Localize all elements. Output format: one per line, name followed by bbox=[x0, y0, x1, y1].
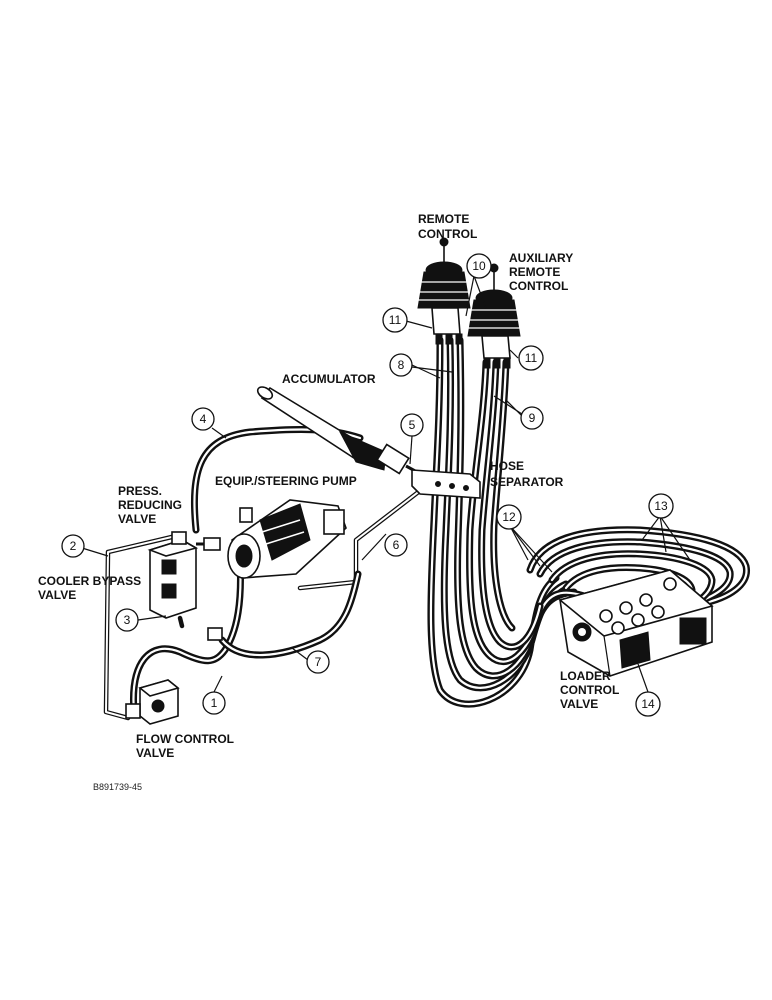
auxiliary-remote-control bbox=[467, 263, 521, 369]
svg-text:8: 8 bbox=[398, 358, 405, 372]
label-accumulator: ACCUMULATOR bbox=[282, 372, 376, 386]
callout-13: 13 bbox=[648, 493, 674, 519]
remote-control bbox=[417, 237, 471, 345]
callout-14: 14 bbox=[635, 691, 661, 717]
callout-2: 2 bbox=[61, 534, 85, 558]
callout-7: 7 bbox=[306, 650, 330, 674]
callout-10: 10 bbox=[466, 253, 492, 279]
hose-separator bbox=[411, 469, 481, 499]
part-labels: REMOTE CONTROL AUXILIARY REMOTE CONTROL … bbox=[38, 212, 622, 792]
remote-hoses bbox=[427, 336, 588, 708]
svg-text:5: 5 bbox=[409, 418, 416, 432]
svg-text:1: 1 bbox=[211, 696, 218, 710]
svg-text:6: 6 bbox=[393, 538, 400, 552]
svg-text:7: 7 bbox=[315, 655, 322, 669]
label-equip-steering-pump: EQUIP./STEERING PUMP bbox=[215, 474, 357, 488]
svg-text:2: 2 bbox=[70, 539, 77, 553]
flow-control-valve bbox=[125, 679, 180, 725]
press-reducing-valve bbox=[147, 531, 221, 619]
label-cooler-bypass-valve: COOLER BYPASS VALVE bbox=[38, 574, 144, 602]
callout-11-left: 11 bbox=[382, 307, 408, 333]
callout-5: 5 bbox=[400, 413, 424, 437]
callout-12: 12 bbox=[496, 504, 522, 530]
hose-3 bbox=[177, 615, 185, 629]
callout-11-right: 11 bbox=[518, 345, 544, 371]
loader-control-valve bbox=[558, 569, 714, 677]
svg-text:10: 10 bbox=[472, 259, 486, 273]
hose-7 bbox=[218, 570, 362, 659]
svg-text:13: 13 bbox=[654, 499, 668, 513]
label-flow-control-valve: FLOW CONTROL VALVE bbox=[136, 732, 237, 760]
label-remote-control: REMOTE CONTROL bbox=[418, 212, 477, 241]
callout-3: 3 bbox=[115, 608, 139, 632]
svg-text:9: 9 bbox=[529, 411, 536, 425]
figure-id: B891739-45 bbox=[93, 782, 142, 792]
hose-1 bbox=[129, 556, 244, 716]
leader-lines bbox=[81, 275, 691, 693]
cooler-bypass-line bbox=[103, 533, 179, 721]
pump-steel-line bbox=[297, 477, 437, 591]
loader-valve-hoses bbox=[526, 526, 750, 612]
label-press-reducing-valve: PRESS. REDUCING VALVE bbox=[118, 484, 185, 526]
svg-text:11: 11 bbox=[525, 351, 538, 365]
svg-text:14: 14 bbox=[641, 697, 655, 711]
callout-6: 6 bbox=[384, 533, 408, 557]
callout-4: 4 bbox=[191, 407, 215, 431]
equip-steering-pump bbox=[207, 499, 347, 641]
label-auxiliary-remote-control: AUXILIARY REMOTE CONTROL bbox=[509, 251, 576, 293]
callouts: 1 2 3 4 5 6 7 8 9 10 11 11 12 13 14 bbox=[61, 253, 674, 717]
label-hose-separator: HOSE SEPARATOR bbox=[490, 459, 564, 489]
callout-1: 1 bbox=[202, 691, 226, 715]
callout-9: 9 bbox=[520, 406, 544, 430]
svg-text:11: 11 bbox=[389, 313, 402, 327]
svg-text:4: 4 bbox=[200, 412, 207, 426]
svg-text:3: 3 bbox=[124, 613, 131, 627]
callout-8: 8 bbox=[389, 353, 413, 377]
label-loader-control-valve: LOADER CONTROL VALVE bbox=[560, 669, 622, 711]
svg-text:12: 12 bbox=[502, 510, 516, 524]
